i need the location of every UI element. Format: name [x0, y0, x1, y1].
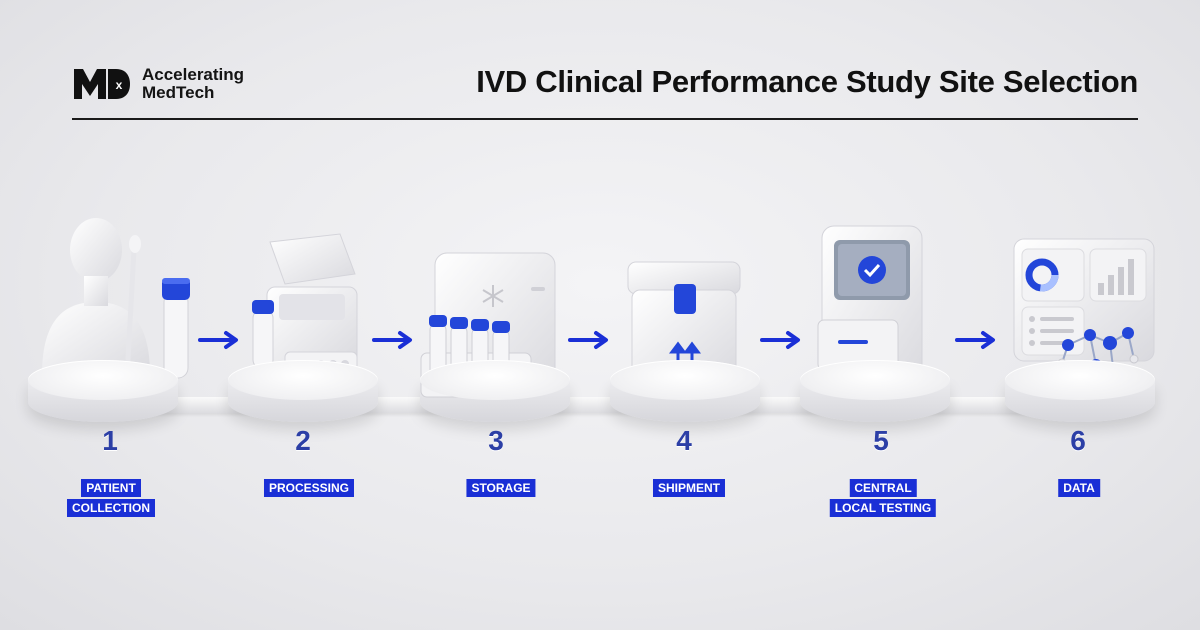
- step-label-3-line-1: STORAGE: [466, 479, 536, 497]
- brand-name-line1: Accelerating: [142, 65, 245, 84]
- page-title: IVD Clinical Performance Study Site Sele…: [476, 64, 1138, 99]
- step-label-6: DATA: [1058, 479, 1100, 497]
- step-label-2-line-1: PROCESSING: [263, 479, 355, 497]
- shipping-box-icon: [627, 261, 741, 383]
- arrow-right-icon: [955, 331, 995, 349]
- step-label-2: PROCESSING: [263, 479, 355, 497]
- pedestal-6: [1005, 360, 1155, 430]
- step-number-3: 3: [488, 425, 504, 456]
- arrow-right-icon: [760, 331, 800, 349]
- step-number-5: 5: [873, 425, 889, 456]
- step-label-3: STORAGE: [466, 479, 536, 497]
- brand-name: Accelerating MedTech: [142, 66, 244, 102]
- pedestal-2: [228, 360, 378, 430]
- pedestal-4: [610, 360, 760, 430]
- step-number-2: 2: [295, 425, 311, 456]
- brand-name-line2: MedTech: [142, 83, 215, 102]
- step-label-1: PATIENT COLLECTION: [67, 479, 155, 517]
- step-label-4: SHIPMENT: [652, 479, 726, 497]
- pedestal-3: [420, 360, 570, 430]
- header: x Accelerating MedTech IVD Clinical Perf…: [72, 60, 1138, 120]
- pedestal-1: [28, 360, 178, 430]
- arrow-right-icon: [198, 331, 238, 349]
- step-label-5-line-2: LOCAL TESTING: [829, 499, 937, 517]
- step-label-6-line-1: DATA: [1058, 479, 1100, 497]
- step-label-4-line-1: SHIPMENT: [652, 479, 726, 497]
- step-number-4: 4: [676, 425, 692, 456]
- step-label-5-line-1: CENTRAL: [849, 479, 917, 497]
- workflow-scene: [0, 190, 1200, 430]
- header-divider: [72, 118, 1138, 120]
- arrow-right-icon: [372, 331, 412, 349]
- step-label-1-line-2: COLLECTION: [67, 499, 155, 517]
- logo-mark-sup: x: [116, 78, 123, 92]
- step-number-1: 1: [102, 425, 118, 456]
- step-label-5: CENTRAL LOCAL TESTING: [829, 479, 937, 517]
- step-label-1-line-1: PATIENT: [81, 479, 141, 497]
- brand-logo[interactable]: x Accelerating MedTech: [72, 66, 244, 102]
- patient-swab-tube-icon: [42, 218, 190, 381]
- pedestal-5: [800, 360, 950, 430]
- md-logo-icon: x: [74, 69, 130, 99]
- arrow-right-icon: [568, 331, 608, 349]
- step-number-6: 6: [1070, 425, 1086, 456]
